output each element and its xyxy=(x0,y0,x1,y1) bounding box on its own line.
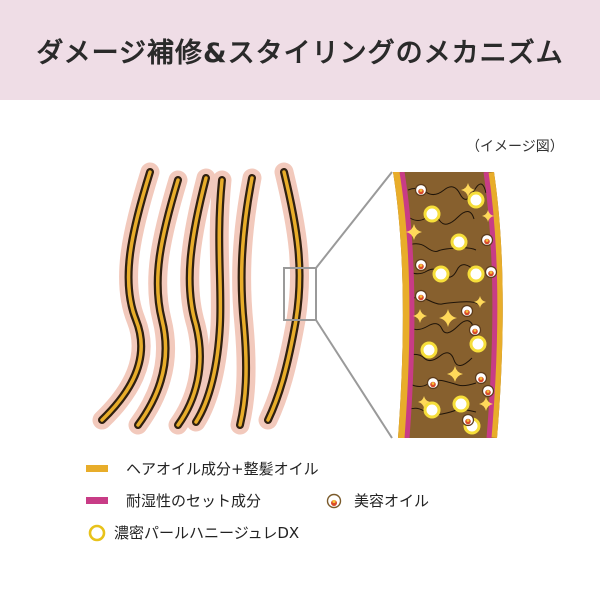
oil-droplet xyxy=(480,233,494,247)
oil-droplets xyxy=(414,183,498,427)
oil-droplet-highlight xyxy=(431,382,435,385)
legend-item-hair-oil: ヘアオイル成分+整髪オイル xyxy=(86,458,319,479)
crack-line xyxy=(409,379,477,387)
oil-droplet-highlight xyxy=(489,271,493,274)
pearl-particle xyxy=(432,265,450,283)
set-swatch xyxy=(86,497,108,504)
sparkle-icon xyxy=(447,366,463,382)
oil-droplet xyxy=(481,384,495,398)
pearl-particle xyxy=(420,341,438,359)
zoom-connector-top xyxy=(315,171,393,269)
pearl-particle xyxy=(452,395,470,413)
sparkle-icon xyxy=(418,396,430,408)
oil-droplet xyxy=(460,304,474,318)
crack-line xyxy=(409,211,475,225)
oil-droplet-highlight xyxy=(466,419,470,422)
crack-line xyxy=(409,320,475,334)
set-layer-right xyxy=(483,172,498,438)
pearl-particle xyxy=(423,205,441,223)
hair-strand xyxy=(230,168,262,435)
sparkle-icon xyxy=(461,183,475,197)
oil-droplet-highlight xyxy=(479,377,483,380)
hair-strand-oil xyxy=(136,178,180,427)
hair-strand xyxy=(128,170,188,435)
hair-strand xyxy=(168,168,216,435)
oil-layer-left xyxy=(393,172,410,438)
oil-droplet-highlight xyxy=(485,239,489,242)
oil-droplet-highlight xyxy=(486,390,490,393)
legend-item-humidity-set: 耐湿性のセット成分 xyxy=(86,490,261,511)
hair-strand-oil xyxy=(176,176,208,427)
hair-strand-oil xyxy=(100,170,152,422)
oil-droplet xyxy=(414,258,428,272)
legend-label-hair-oil: ヘアオイル成分+整髪オイル xyxy=(126,460,319,478)
pearl-particle xyxy=(469,335,487,353)
sparkle-icon xyxy=(479,397,493,411)
page-title: ダメージ補修&スタイリングのメカニズム xyxy=(36,37,564,69)
oil-droplet xyxy=(468,323,482,337)
oil-droplet-highlight xyxy=(465,310,469,313)
sparkle-icon xyxy=(439,309,457,327)
pearl-particle xyxy=(450,233,468,251)
legend-item-pearl-honey: 濃密パールハニージュレDX xyxy=(88,522,299,543)
sparkle-icon xyxy=(482,210,494,222)
hair-strands xyxy=(92,162,310,435)
title-band: ダメージ補修&スタイリングのメカニズム xyxy=(0,0,600,100)
crack-line xyxy=(405,352,473,366)
zoom-connector-bottom xyxy=(315,319,393,439)
sparkle-icon xyxy=(406,224,422,240)
legend-label-pearl-honey: 濃密パールハニージュレDX xyxy=(114,524,300,542)
pearl-particle xyxy=(467,191,485,209)
sparkle-icon xyxy=(474,296,486,308)
oil-droplet-icon xyxy=(326,493,342,508)
oil-droplet xyxy=(461,413,475,427)
oil-droplet-highlight xyxy=(419,264,423,267)
image-note: （イメージ図） xyxy=(466,139,564,155)
oil-droplet xyxy=(484,265,498,279)
cortex-fill xyxy=(393,172,503,438)
hair-strand-oil xyxy=(238,176,254,427)
oil-droplet xyxy=(474,371,488,385)
pearl-particle xyxy=(423,401,441,419)
legend-label-humidity-set: 耐湿性のセット成分 xyxy=(126,492,262,510)
set-layer-left xyxy=(399,172,415,438)
sparkles xyxy=(406,183,494,411)
hair-strand-oil xyxy=(194,178,224,424)
oil-droplet xyxy=(426,376,440,390)
oil-droplet-highlight xyxy=(419,295,423,298)
oil-layer-right xyxy=(487,172,503,438)
oil-droplet xyxy=(414,289,428,303)
sparkle-icon xyxy=(413,309,427,323)
pearl-particle xyxy=(467,265,485,283)
zoom-box xyxy=(283,267,317,321)
hair-strand xyxy=(92,162,160,430)
legend-label-beauty-oil: 美容オイル xyxy=(354,492,430,510)
pearl-ring-icon xyxy=(88,524,106,541)
oil-droplet xyxy=(414,183,428,197)
zoom-indicator xyxy=(283,171,393,439)
oil-swatch xyxy=(86,465,108,472)
hair-cross-section xyxy=(393,172,503,438)
oil-droplet-highlight xyxy=(419,189,423,192)
pearl-particles xyxy=(420,191,487,435)
oil-droplet-highlight xyxy=(473,329,477,332)
hair-strand xyxy=(186,170,232,432)
legend-item-beauty-oil: 美容オイル xyxy=(326,490,429,511)
